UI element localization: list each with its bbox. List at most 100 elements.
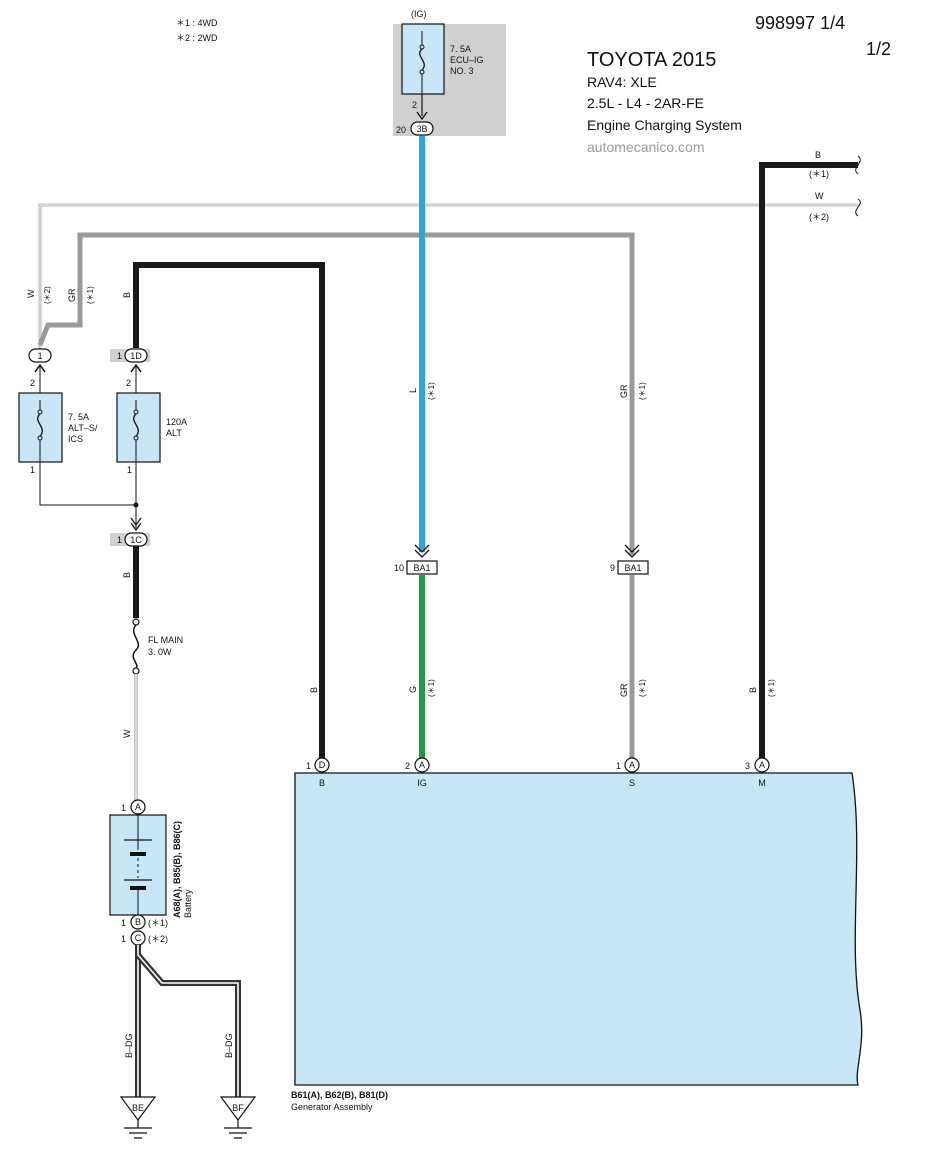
gen-terminal-ig-name: IG — [417, 778, 427, 788]
gen-terminal-m-conn — [754, 757, 770, 773]
battery-conn-b-label: B — [135, 917, 141, 927]
connector-ba1-right — [617, 560, 649, 575]
fl-main-name: FL MAIN — [148, 635, 183, 645]
wire-note-gr-mid: (＊1) — [638, 382, 647, 400]
ecu-ig-name2: NO. 3 — [450, 66, 474, 76]
wire-label-g: G — [408, 686, 418, 693]
gen-terminal-b-pin: 1 — [306, 761, 311, 771]
fuse-link-icon — [37, 413, 43, 437]
wire-label-b-m: B — [748, 687, 758, 693]
connector-1 — [28, 348, 52, 363]
wire-note-b-top: (＊1) — [809, 169, 829, 179]
ig-supply-label: (IG) — [411, 9, 427, 19]
gen-terminal-m-pin: 3 — [745, 761, 750, 771]
connector-1c-label: 1C — [130, 535, 142, 545]
gen-terminal-m-conn-label: A — [759, 760, 765, 770]
ecu-ig-name1: ECU–IG — [450, 55, 484, 65]
battery-name: A68(A), B85(B), B86(C) — [172, 821, 182, 918]
fl-main-rating: 3. 0W — [148, 647, 172, 657]
generator-name: B61(A), B62(B), B81(D) — [291, 1090, 388, 1100]
gen-terminal-s-conn — [624, 757, 640, 773]
document-id: 998997 1/4 — [755, 13, 845, 33]
wire-note-g: (＊1) — [427, 679, 436, 697]
ba1-left-label: BA1 — [413, 563, 430, 573]
wire-note-w-top: (＊2) — [809, 212, 829, 222]
alt-rating: 120A — [166, 417, 187, 427]
wire-note-w-left: (＊2) — [43, 286, 52, 304]
wire-note-b-m: (＊1) — [767, 679, 776, 697]
wire-label-gr-low: GR — [619, 683, 629, 697]
generator-assembly — [294, 772, 863, 1086]
watermark: automecanico.com — [587, 139, 705, 155]
engine: 2.5L - L4 - 2AR-FE — [587, 95, 704, 111]
chevron-down-icon — [130, 517, 142, 532]
battery-conn-a — [130, 799, 146, 815]
wire-junction — [39, 462, 137, 528]
gen-terminal-b-conn — [314, 757, 330, 773]
wire-label-w-top: W — [815, 191, 824, 201]
legend-note-2wd: ＊2 : 2WD — [176, 33, 218, 43]
legend-note-4wd: ＊1 : 4WD — [176, 18, 218, 28]
wire-label-w-left: W — [26, 289, 36, 298]
wire-label-b-top: B — [815, 150, 821, 160]
ground-be — [119, 1096, 157, 1122]
ground-be-label: BE — [132, 1103, 144, 1113]
gen-terminal-s-conn-label: A — [629, 760, 635, 770]
gen-terminal-b-name: B — [319, 778, 325, 788]
connector-3b-label: 3B — [416, 124, 427, 134]
wire-label-bdg-right: B–DG — [224, 1033, 234, 1058]
wire-bdg-right — [135, 953, 241, 1097]
battery-pin-a: 1 — [121, 803, 126, 813]
wire-label-w-fl: W — [122, 729, 132, 738]
alt-conn-pin: 1 — [117, 351, 122, 361]
wire-label-b-alt: B — [122, 292, 132, 298]
ecu-ig-conn-pin: 20 — [396, 125, 406, 135]
wire-note-l: (＊1) — [427, 382, 436, 400]
gen-terminal-b-conn-label: D — [319, 760, 326, 770]
gen-terminal-s-pin: 1 — [616, 761, 621, 771]
connector-3b — [410, 121, 434, 136]
generator-label: Generator Assembly — [291, 1102, 373, 1112]
alt-name: ALT — [166, 428, 182, 438]
battery-note-c: (＊2) — [148, 934, 168, 944]
battery-pin-c: 1 — [121, 934, 126, 944]
battery-label: Battery — [183, 889, 193, 918]
chevron-down-icon — [414, 544, 430, 558]
ba1-right-label: BA1 — [624, 563, 641, 573]
alt-s-name2: ICS — [68, 434, 83, 444]
alt-s-rating: 7. 5A — [68, 412, 89, 422]
wire-label-bdg-left: B–DG — [124, 1033, 134, 1058]
junction-dot — [133, 502, 139, 508]
ecu-ig-rating: 7. 5A — [450, 44, 471, 54]
connector-ba1-left — [406, 560, 438, 575]
ecu-ig-pin-out: 2 — [412, 100, 417, 110]
fuse-link-icon — [133, 413, 139, 437]
ba1-right-pin: 9 — [610, 563, 615, 573]
connector-1-label: 1 — [37, 351, 42, 361]
battery-conn-c-label: C — [135, 933, 142, 943]
ground-bf — [219, 1096, 257, 1122]
fuse-link-icon — [419, 48, 425, 71]
ground-icon — [224, 1120, 252, 1139]
ba1-left-pin: 10 — [394, 563, 404, 573]
wire-label-b-1c: B — [122, 572, 132, 578]
wire-label-gr-left: GR — [67, 288, 77, 302]
fusible-link-icon — [132, 624, 139, 669]
c1c-pin: 1 — [117, 535, 122, 545]
connector-1d — [124, 348, 148, 363]
gen-terminal-m-name: M — [758, 778, 766, 788]
battery-conn-a-label: A — [135, 802, 141, 812]
make-year: TOYOTA 2015 — [587, 49, 716, 71]
wire-label-gr-mid: GR — [619, 384, 629, 398]
model: RAV4: XLE — [587, 74, 657, 90]
alt-pin-top: 2 — [126, 378, 131, 388]
gen-terminal-s-name: S — [629, 778, 635, 788]
arrow-down-icon — [416, 111, 428, 121]
gen-terminal-ig-conn — [414, 757, 430, 773]
battery-note-b: (＊1) — [148, 918, 168, 928]
chevron-down-icon — [624, 544, 640, 558]
alt-pin-bottom: 1 — [127, 465, 132, 475]
page-number: 1/2 — [866, 39, 891, 59]
wire-label-l: L — [408, 388, 418, 393]
